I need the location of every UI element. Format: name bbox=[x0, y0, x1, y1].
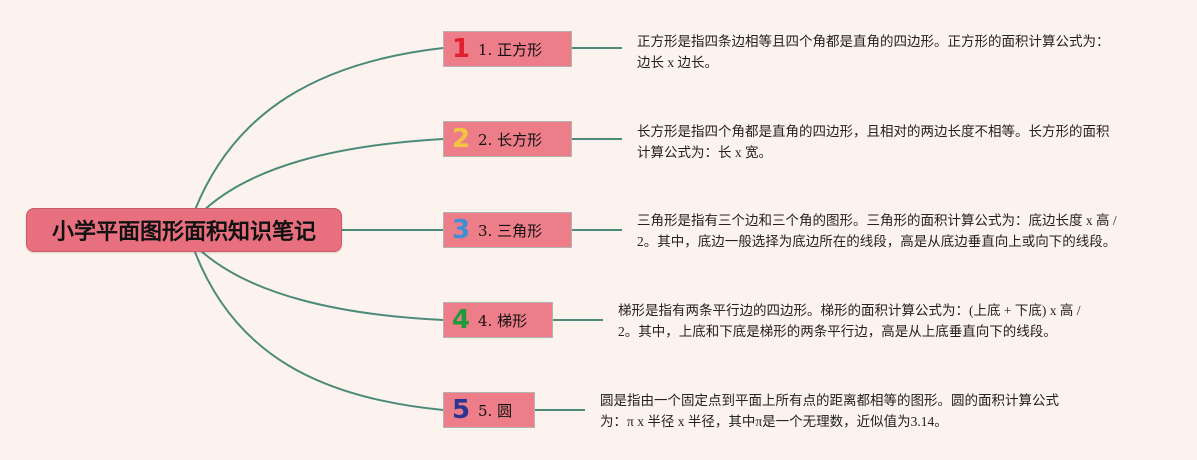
branch-label: 3. 三角形 bbox=[478, 221, 543, 240]
branch-label: 4. 梯形 bbox=[478, 311, 528, 330]
connector-branch-5 bbox=[194, 251, 444, 411]
description-line: 梯形是指有两条平行边的四边形。梯形的面积计算公式为：(上底 + 下底) x 高 … bbox=[618, 303, 1081, 318]
number-5-icon: 5 bbox=[451, 395, 471, 425]
description-line: 2。其中，底边一般选择为底边所在的线段，高是从底边垂直向上或向下的线段。 bbox=[637, 234, 1117, 249]
connector-branch-4 bbox=[199, 249, 444, 321]
number-3-icon: 3 bbox=[451, 215, 471, 245]
branch-label: 2. 长方形 bbox=[478, 130, 543, 149]
root-title: 小学平面图形面积知识笔记 bbox=[51, 220, 316, 245]
description-trapezoid: 梯形是指有两条平行边的四边形。梯形的面积计算公式为：(上底 + 下底) x 高 … bbox=[618, 300, 1080, 342]
branch-label: 1. 正方形 bbox=[478, 40, 543, 59]
description-line: 长方形是指四个角都是直角的四边形，且相对的两边长度不相等。长方形的面积 bbox=[637, 124, 1110, 139]
description-square: 正方形是指四条边相等且四个角都是直角的四边形。正方形的面积计算公式为： 边长 x… bbox=[637, 31, 1110, 73]
number-1-icon: 1 bbox=[451, 34, 471, 64]
branch-rectangle[interactable]: 2 2. 长方形 bbox=[443, 121, 572, 157]
root-topic[interactable]: 小学平面图形面积知识笔记 bbox=[26, 208, 342, 252]
connector-branch-1 bbox=[194, 47, 444, 211]
description-line: 边长 x 边长。 bbox=[637, 55, 718, 70]
branch-trapezoid[interactable]: 4 4. 梯形 bbox=[443, 302, 553, 338]
description-line: 三角形是指有三个边和三个角的图形。三角形的面积计算公式为：底边长度 x 高 / bbox=[637, 213, 1117, 228]
description-rectangle: 长方形是指四个角都是直角的四边形，且相对的两边长度不相等。长方形的面积 计算公式… bbox=[637, 121, 1110, 163]
description-triangle: 三角形是指有三个边和三个角的图形。三角形的面积计算公式为：底边长度 x 高 / … bbox=[637, 210, 1117, 252]
branch-circle[interactable]: 5 5. 圆 bbox=[443, 392, 535, 428]
number-2-icon: 2 bbox=[451, 124, 471, 154]
number-4-icon: 4 bbox=[451, 305, 471, 335]
connector-branch-2 bbox=[199, 138, 444, 215]
branch-label: 5. 圆 bbox=[478, 401, 513, 420]
description-line: 圆是指由一个固定点到平面上所有点的距离都相等的图形。圆的面积计算公式 bbox=[600, 393, 1059, 408]
description-circle: 圆是指由一个固定点到平面上所有点的距离都相等的图形。圆的面积计算公式 为：π x… bbox=[600, 390, 1059, 432]
description-line: 2。其中，上底和下底是梯形的两条平行边，高是从上底垂直向下的线段。 bbox=[618, 324, 1057, 339]
description-line: 为：π x 半径 x 半径，其中π是一个无理数，近似值为3.14。 bbox=[600, 414, 948, 429]
description-line: 计算公式为：长 x 宽。 bbox=[637, 145, 772, 160]
description-line: 正方形是指四条边相等且四个角都是直角的四边形。正方形的面积计算公式为： bbox=[637, 34, 1110, 49]
branch-triangle[interactable]: 3 3. 三角形 bbox=[443, 212, 572, 248]
branch-square[interactable]: 1 1. 正方形 bbox=[443, 31, 572, 67]
